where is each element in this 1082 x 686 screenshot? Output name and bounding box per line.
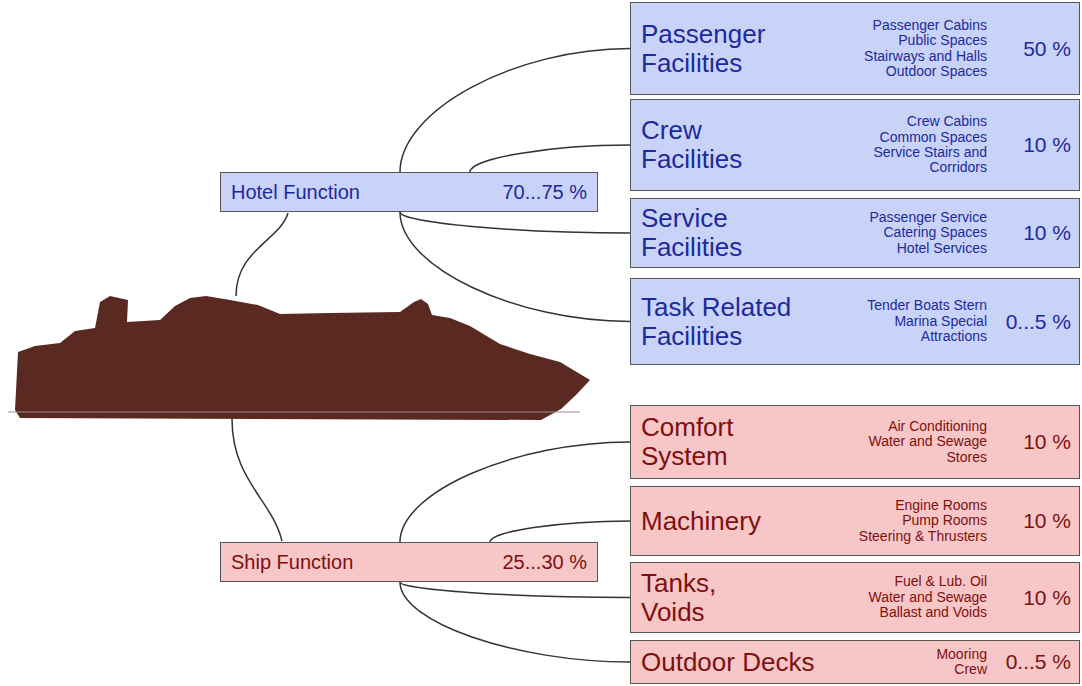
share-percent: 70...75 %	[502, 181, 587, 203]
category-box: Service Facilities Passenger Service Cate…	[630, 198, 1080, 268]
function-box: Hotel Function 70...75 %	[220, 172, 598, 212]
item-list: Passenger Cabins Public Spaces Stairways…	[852, 18, 987, 80]
category-box: Machinery Engine Rooms Pump Rooms Steerin…	[630, 486, 1080, 556]
category-title: Passenger Facilities	[641, 20, 801, 77]
category-box: Tanks, Voids Fuel & Lub. Oil Water and Se…	[630, 562, 1080, 633]
item-list: Tender Boats Stern Marina Special Attrac…	[865, 298, 987, 344]
function-box: Ship Function 25...30 %	[220, 542, 598, 582]
category-title: Outdoor Decks	[641, 648, 826, 677]
connector	[400, 582, 630, 598]
connector	[400, 212, 630, 233]
function-title: Ship Function	[231, 551, 353, 573]
connector	[400, 442, 630, 542]
item-list: Passenger Service Catering Spaces Hotel …	[862, 210, 987, 256]
connector	[470, 145, 630, 172]
share-percent: 10 %	[997, 221, 1071, 244]
category-title: Task Related Facilities	[641, 293, 816, 350]
branch-line	[232, 419, 282, 541]
category-box: Comfort System Air Conditioning Water and…	[630, 405, 1080, 479]
category-title: Crew Facilities	[641, 116, 801, 173]
category-title: Service Facilities	[641, 204, 801, 261]
branch-line	[236, 213, 288, 296]
share-percent: 10 %	[997, 133, 1071, 156]
share-percent: 10 %	[997, 509, 1071, 532]
item-list: Fuel & Lub. Oil Water and Sewage Ballast…	[862, 574, 987, 620]
connector	[490, 521, 630, 542]
category-box: Passenger Facilities Passenger Cabins Pub…	[630, 2, 1080, 95]
share-percent: 50 %	[997, 37, 1071, 60]
share-percent: 10 %	[997, 586, 1071, 609]
item-list: Engine Rooms Pump Rooms Steering & Thrus…	[855, 498, 987, 544]
item-list: Air Conditioning Water and Sewage Stores	[862, 419, 987, 465]
category-title: Comfort System	[641, 413, 816, 470]
share-percent: 0...5 %	[997, 310, 1071, 333]
share-percent: 25...30 %	[502, 551, 587, 573]
category-box: Outdoor Decks Mooring Crew 0...5 %	[630, 640, 1080, 684]
category-box: Task Related Facilities Tender Boats Ster…	[630, 278, 1080, 365]
connector	[400, 582, 630, 662]
item-list: Crew Cabins Common Spaces Service Stairs…	[867, 114, 987, 176]
function-title: Hotel Function	[231, 181, 360, 203]
waterline	[8, 412, 580, 413]
share-percent: 10 %	[997, 430, 1071, 453]
category-box: Crew Facilities Crew Cabins Common Spaces…	[630, 99, 1080, 191]
item-list: Mooring Crew	[927, 647, 987, 678]
share-percent: 0...5 %	[997, 650, 1071, 673]
category-title: Machinery	[641, 507, 816, 536]
connector	[400, 49, 630, 173]
ship-silhouette	[15, 296, 590, 420]
category-title: Tanks, Voids	[641, 569, 781, 626]
connector	[400, 212, 630, 322]
